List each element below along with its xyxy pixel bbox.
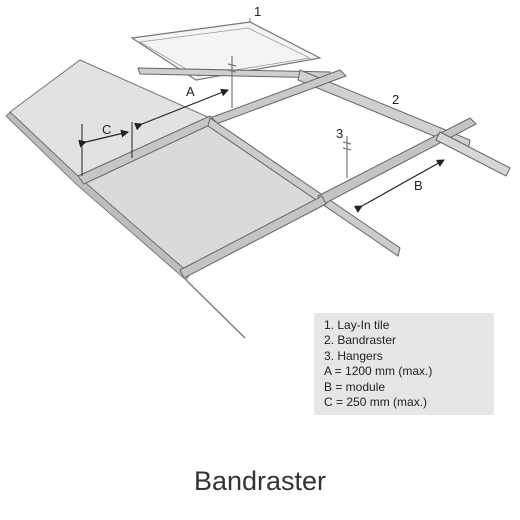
hangers: [227, 56, 352, 178]
callout-hanger: 3: [336, 126, 343, 141]
dimension-lines: [78, 88, 445, 213]
callout-dimension-c: C: [102, 122, 111, 137]
figure-caption: Bandraster: [193, 466, 327, 496]
legend-box: 1. Lay-In tile 2. Bandraster 3. Hangers …: [314, 313, 494, 415]
callout-dimension-b: B: [414, 178, 423, 193]
ceiling-system-diagram: 1 2 3 A B C: [5, 4, 511, 339]
callout-dimension-a: A: [186, 84, 195, 99]
legend-item: C = 250 mm (max.): [324, 395, 428, 410]
legend-item: A = 1200 mm (max.): [324, 364, 433, 379]
legend-item: 3. Hangers: [324, 348, 383, 363]
callout-bandraster: 2: [392, 92, 399, 107]
legend-item: B = module: [324, 379, 386, 394]
legend-item: 2. Bandraster: [324, 333, 397, 348]
legend-item: 1. Lay-In tile: [324, 318, 390, 332]
lay-in-tile-loose: [130, 18, 322, 81]
callout-tile: 1: [254, 4, 261, 19]
